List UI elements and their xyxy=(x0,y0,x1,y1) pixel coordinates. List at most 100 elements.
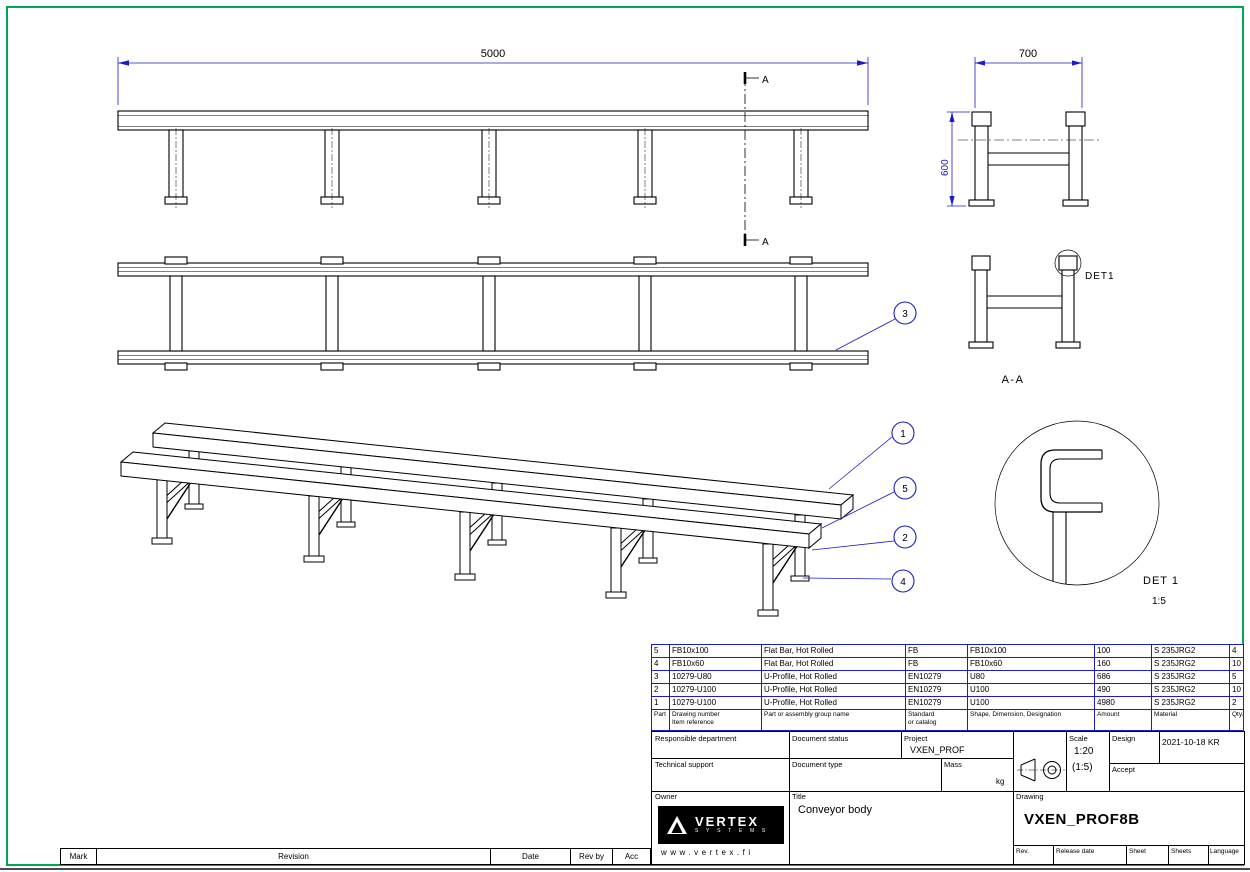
parts-header-ref-line2: Item reference xyxy=(672,718,714,726)
parts-cell-standard: EN10279 xyxy=(906,671,968,684)
svg-text:5: 5 xyxy=(902,484,908,495)
release-date-label: Release date xyxy=(1056,848,1095,855)
parts-cell-qty: 5 xyxy=(1230,671,1244,684)
parts-cell-qty: 4 xyxy=(1230,645,1244,658)
section-marker-bottom: A xyxy=(762,237,769,248)
accept-label: Accept xyxy=(1112,765,1135,774)
dimension-length-text: 5000 xyxy=(481,48,505,60)
parts-cell-part: 4 xyxy=(652,658,670,671)
balloon-5: 5 xyxy=(821,476,917,529)
parts-cell-standard: FB xyxy=(906,658,968,671)
acc-header: Acc xyxy=(624,852,639,861)
drawing-views: 5000 A A xyxy=(117,48,1179,617)
isometric-view xyxy=(119,422,855,617)
logo-name: VERTEX xyxy=(695,814,760,829)
detail-title: DET 1 xyxy=(1143,575,1179,587)
parts-cell-material: S 235JRG2 xyxy=(1152,697,1230,710)
project-label: Project xyxy=(904,734,928,743)
parts-header-qty: Qty. xyxy=(1230,710,1244,731)
parts-cell-amount: 490 xyxy=(1095,684,1152,697)
parts-header-shape: Shape, Dimension, Designation xyxy=(968,710,1095,731)
mass-unit: kg xyxy=(996,777,1005,786)
parts-cell-standard: FB xyxy=(906,645,968,658)
parts-cell-name: U-Profile, Hot Rolled xyxy=(762,697,906,710)
parts-cell-standard: EN10279 xyxy=(906,697,968,710)
detail-callout-text: DET1 xyxy=(1085,271,1115,282)
parts-cell-name: U-Profile, Hot Rolled xyxy=(762,671,906,684)
balloon-2: 2 xyxy=(811,525,917,551)
parts-cell-name: Flat Bar, Hot Rolled xyxy=(762,658,906,671)
parts-cell-amount: 686 xyxy=(1095,671,1152,684)
design-value: 2021-10-18 KR xyxy=(1162,737,1220,747)
document-type-label: Document type xyxy=(792,760,843,769)
dimension-length xyxy=(117,57,869,105)
parts-table: 5 FB10x100 Flat Bar, Hot Rolled FB FB10x… xyxy=(651,644,1244,731)
dimension-width-text: 700 xyxy=(1019,48,1037,60)
title-block: Responsible department Document status P… xyxy=(651,731,1245,865)
parts-header-standard: Standard or catalog xyxy=(906,710,968,731)
svg-text:2: 2 xyxy=(902,533,908,544)
mass-label: Mass xyxy=(944,760,962,769)
window-bottom-edge xyxy=(0,868,1250,870)
end-view xyxy=(958,111,1100,207)
rev-label: Rev. xyxy=(1016,848,1029,855)
parts-header-standard-line1: Standard xyxy=(908,711,935,718)
balloon-1: 1 xyxy=(828,421,915,490)
title-value: Conveyor body xyxy=(798,804,872,816)
plan-view xyxy=(117,256,869,371)
parts-header-ref-line1: Drawing number xyxy=(672,711,720,718)
svg-text:3: 3 xyxy=(902,309,908,320)
logo-subtitle: S Y S T E M S xyxy=(695,828,769,834)
parts-header-part: Part xyxy=(652,710,670,731)
owner-label: Owner xyxy=(655,792,678,801)
parts-cell-shape: FB10x60 xyxy=(968,658,1095,671)
parts-cell-shape: U100 xyxy=(968,697,1095,710)
parts-cell-qty: 10 xyxy=(1230,684,1244,697)
drawing-label: Drawing xyxy=(1016,792,1044,801)
parts-cell-amount: 100 xyxy=(1095,645,1152,658)
language-label: Language xyxy=(1210,848,1239,855)
parts-cell-material: S 235JRG2 xyxy=(1152,645,1230,658)
parts-cell-shape: U80 xyxy=(968,671,1095,684)
date-header: Date xyxy=(491,849,571,864)
scale-value: 1:20 xyxy=(1074,746,1094,757)
sheet-label: Sheet xyxy=(1129,848,1146,855)
parts-cell-part: 1 xyxy=(652,697,670,710)
parts-cell-amount: 4980 xyxy=(1095,697,1152,710)
projection-symbol xyxy=(1017,758,1065,782)
parts-header-material: Material xyxy=(1152,710,1230,731)
document-status-label: Document status xyxy=(792,734,849,743)
parts-cell-material: S 235JRG2 xyxy=(1152,684,1230,697)
parts-cell-ref: 10279-U80 xyxy=(670,671,762,684)
parts-cell-part: 5 xyxy=(652,645,670,658)
rev-by-header: Rev by xyxy=(571,849,613,864)
dimension-height xyxy=(947,111,970,207)
parts-cell-shape: FB10x100 xyxy=(968,645,1095,658)
parts-cell-standard: EN10279 xyxy=(906,684,968,697)
parts-cell-amount: 160 xyxy=(1095,658,1152,671)
dimension-width xyxy=(974,57,1083,108)
section-view-label: A-A xyxy=(1002,374,1025,386)
balloon-4: 4 xyxy=(802,569,915,593)
responsible-department-label: Responsible department xyxy=(655,734,737,743)
side-view xyxy=(117,110,869,208)
parts-header-standard-line2: or catalog xyxy=(908,718,937,726)
sheets-label: Sheets xyxy=(1171,848,1192,855)
mark-header: Mark xyxy=(61,849,97,864)
revision-header: Revision xyxy=(97,849,491,864)
parts-cell-ref: 10279-U100 xyxy=(670,684,762,697)
scale-label: Scale xyxy=(1069,734,1088,743)
parts-header-ref: Drawing number Item reference xyxy=(670,710,762,731)
technical-support-label: Technical support xyxy=(655,760,714,769)
revision-strip: Mark Revision Date Rev by Acc xyxy=(60,848,651,865)
sheet-border xyxy=(6,6,1244,866)
parts-cell-name: Flat Bar, Hot Rolled xyxy=(762,645,906,658)
scale-detail-value: (1:5) xyxy=(1072,762,1093,773)
detail-view xyxy=(994,420,1160,586)
svg-text:4: 4 xyxy=(900,577,906,588)
parts-cell-part: 3 xyxy=(652,671,670,684)
vertex-logo: VERTEX S Y S T E M S xyxy=(658,806,784,844)
parts-header-name: Part or assembly group name xyxy=(762,710,906,731)
design-label: Design xyxy=(1112,734,1136,743)
project-value: VXEN_PROF xyxy=(910,745,965,755)
